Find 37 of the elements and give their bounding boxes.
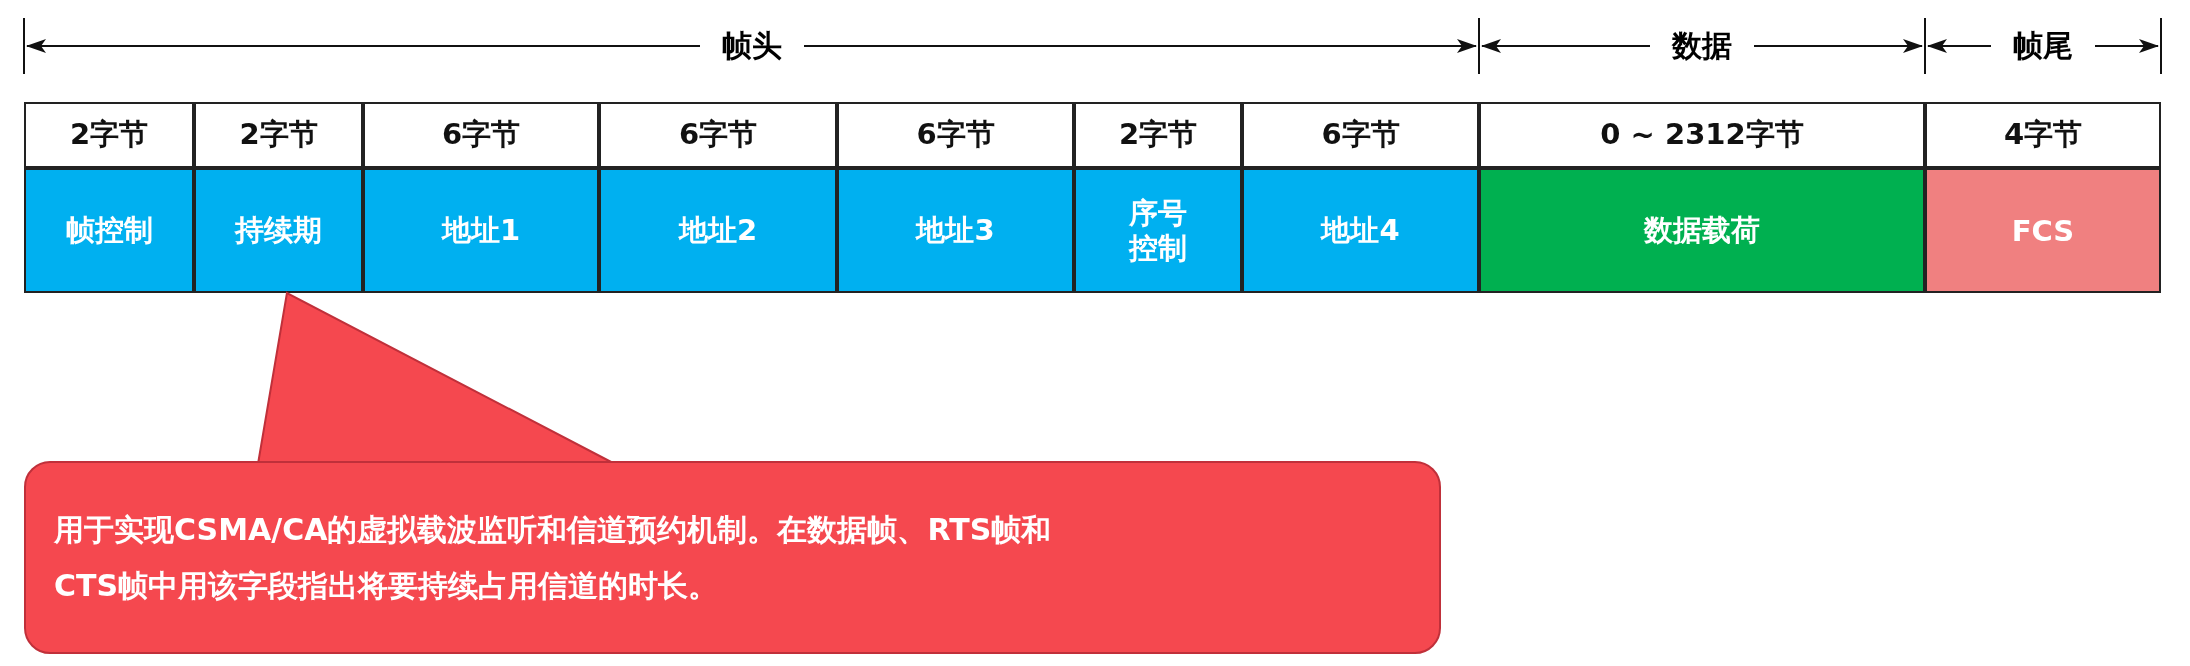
cell-text: 地址3 bbox=[916, 211, 995, 249]
cell-text: 地址4 bbox=[1321, 211, 1400, 249]
field-cell bbox=[1925, 168, 2161, 293]
cell-text: 地址2 bbox=[678, 211, 758, 249]
field-cell bbox=[24, 168, 194, 293]
byte-size-cell bbox=[363, 102, 599, 168]
byte-size-cell bbox=[1479, 102, 1925, 168]
cell-text: 6字节 bbox=[916, 116, 995, 153]
byte-size-cell bbox=[1925, 102, 2161, 168]
cell-text: 持续期 bbox=[235, 211, 322, 249]
cell-text: 6字节 bbox=[1321, 116, 1400, 153]
byte-size-cell bbox=[1242, 102, 1479, 168]
cell-text: 地址1 bbox=[441, 211, 521, 249]
cell-text: 2字节 bbox=[1118, 116, 1198, 153]
cell-text: 4字节 bbox=[2003, 116, 2083, 153]
byte-size-cell bbox=[24, 102, 194, 168]
cell-text: 0 ~ 2312字节 bbox=[1600, 116, 1804, 153]
field-cell bbox=[837, 168, 1074, 293]
field-cell bbox=[363, 168, 599, 293]
field-cell bbox=[599, 168, 837, 293]
cell-text: 序号控制 bbox=[1127, 195, 1188, 266]
cell-text: 2字节 bbox=[69, 116, 149, 153]
cell-text: 6字节 bbox=[678, 116, 758, 153]
cell-text: 数据载荷 bbox=[1644, 211, 1760, 249]
byte-size-cell bbox=[194, 102, 363, 168]
byte-size-cell bbox=[599, 102, 837, 168]
field-cell bbox=[1479, 168, 1925, 293]
cell-text: 2字节 bbox=[239, 116, 318, 153]
callout-text: 用于实现CSMA/CA的虚拟载波监听和信道预约机制。在数据帧、RTS帧和CTS帧中用该字段指出将要持续占用信道的时长。 bbox=[54, 510, 1053, 605]
byte-size-cell bbox=[1074, 102, 1242, 168]
field-cell bbox=[194, 168, 363, 293]
cell-text: FCS bbox=[2011, 213, 2075, 248]
byte-size-cell bbox=[837, 102, 1074, 168]
cell-text: 6字节 bbox=[441, 116, 521, 153]
field-cell bbox=[1242, 168, 1479, 293]
field-cell bbox=[1074, 168, 1242, 293]
cell-text: 帧控制 bbox=[65, 211, 153, 249]
